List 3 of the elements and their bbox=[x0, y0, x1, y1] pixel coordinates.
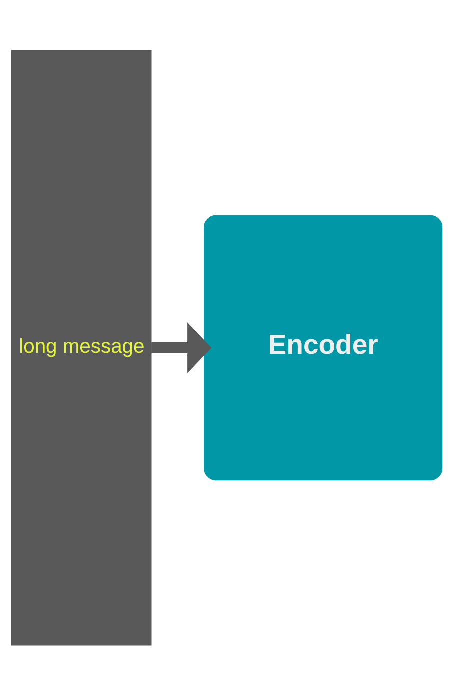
node-box: Encoder bbox=[204, 215, 443, 481]
arrow bbox=[152, 322, 212, 374]
node-box: long message bbox=[11, 50, 152, 646]
